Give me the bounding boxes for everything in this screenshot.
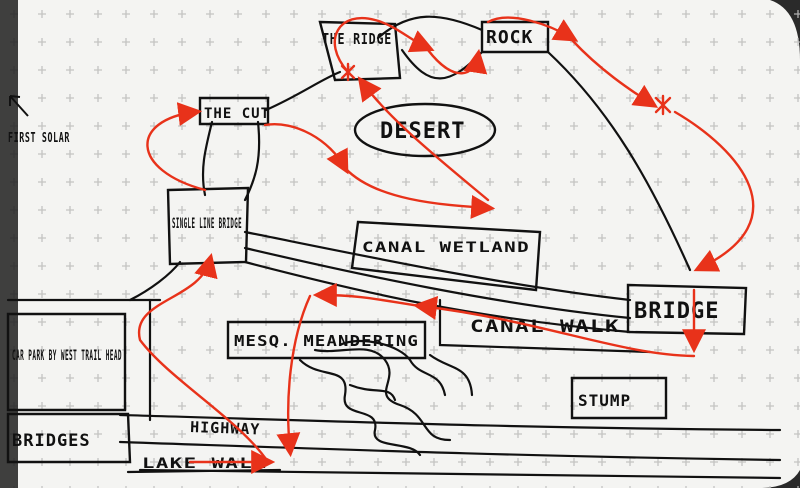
bridges-box — [6, 412, 132, 464]
route-canal-walk-west — [412, 296, 696, 358]
label-canal-walk: CANAL WALK — [470, 317, 620, 337]
label-the-ridge: THE RIDGE — [322, 30, 392, 48]
route-cut-to-desert — [263, 123, 349, 175]
route-rock-loop — [486, 16, 579, 42]
route-star-to-bridge — [673, 110, 755, 272]
rock-box — [480, 20, 550, 54]
route-up-to-bridge — [137, 253, 270, 464]
star-marker-icon — [340, 62, 672, 116]
label-canal-wetland: CANAL WETLAND — [362, 240, 530, 256]
route-desert-sweep — [343, 166, 496, 219]
label-highway: HIGHWAY — [190, 418, 261, 438]
route-to-rock — [426, 48, 488, 75]
route-to-star — [570, 38, 659, 108]
route-to-mesq — [312, 283, 422, 308]
route-lines — [137, 16, 755, 474]
route-ridge-loop — [333, 17, 435, 74]
bridge-east-box — [626, 283, 748, 336]
label-first-solar: FIRST SOLAR — [8, 131, 70, 146]
label-lake-walk: LAKE WALK — [142, 456, 267, 472]
label-rock: ROCK — [486, 27, 533, 48]
label-bridge-east: BRIDGE — [634, 299, 719, 324]
label-single-line-bridge: SINGLE LINE BRIDGE — [172, 216, 242, 232]
car-park-box — [6, 312, 127, 412]
label-mesq-meandering: MESQ. MEANDERING — [234, 332, 419, 350]
route-down-to-highway — [276, 294, 312, 458]
single-line-bridge-box — [166, 186, 250, 266]
label-the-cut: THE CUT — [204, 106, 270, 122]
label-car-park: CAR PARK BY WEST TRAIL HEAD — [12, 348, 122, 364]
stump-box — [570, 376, 668, 420]
landmarks — [6, 20, 748, 464]
canal-wetland-box — [350, 220, 542, 292]
route-slb-to-cut — [146, 102, 207, 192]
route-to-ridge — [357, 76, 490, 202]
the-ridge-box — [318, 20, 402, 82]
mesq-box — [226, 320, 427, 360]
label-stump: STUMP — [578, 391, 631, 410]
label-bridges: BRIDGES — [12, 431, 91, 451]
north-arrow-icon — [9, 95, 29, 117]
label-desert: DESERT — [380, 119, 465, 144]
page-shadow — [0, 0, 18, 488]
desert-blob — [353, 102, 497, 158]
